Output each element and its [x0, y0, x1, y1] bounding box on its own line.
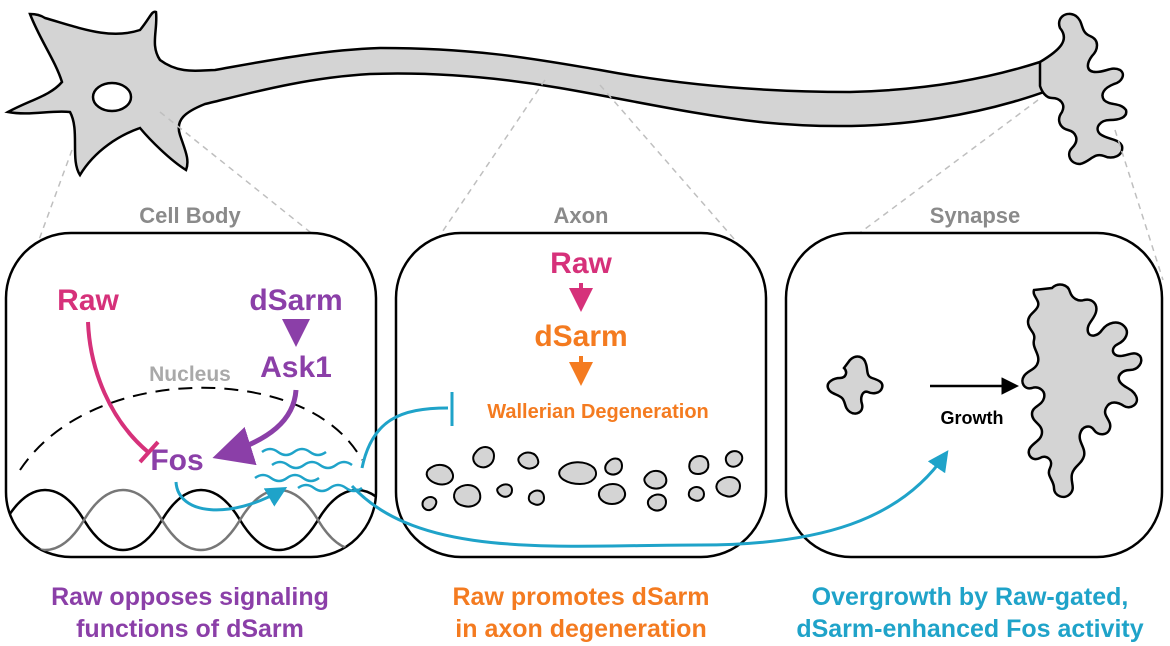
fos-promotes-growth: [350, 450, 949, 548]
neuron-soma: [4, 10, 1083, 178]
ask1-to-fos-arrow: [212, 389, 299, 466]
neuron-illustration: [4, 10, 1128, 178]
synapse-panel: Growth: [784, 231, 1164, 559]
caption-axon-line1: Raw promotes dSarm: [452, 583, 709, 611]
fos-label: Fos: [150, 444, 203, 477]
caption-synapse-line1: Overgrowth by Raw-gated,: [812, 583, 1129, 611]
ask1-label: Ask1: [260, 351, 332, 384]
caption-synapse-line2: dSarm-enhanced Fos activity: [796, 615, 1143, 643]
cell-body-title: Cell Body: [139, 203, 241, 228]
raw-inhibits-fos: [86, 321, 150, 454]
synapse-title: Synapse: [930, 203, 1021, 228]
caption-axon-line2: in axon degeneration: [455, 615, 706, 643]
zoom-lines: [21, 79, 1164, 287]
axon-dsarm-label: dSarm: [534, 320, 627, 353]
fos-to-transcription-arrow: [174, 481, 288, 512]
caption-cell-body-line2: functions of dSarm: [76, 615, 304, 643]
dna-helix: [6, 488, 376, 552]
cell-body-panel: Raw dSarm Ask1 Nucleus Fos: [4, 231, 378, 559]
fos-inhibits-wallerian: [360, 406, 449, 469]
dsarm-label: dSarm: [249, 284, 342, 317]
axon-debris: [421, 446, 744, 512]
caption-cell-body-line1: Raw opposes signaling: [51, 583, 329, 611]
axon-raw-label: Raw: [550, 247, 612, 280]
neuron-terminal: [1038, 12, 1128, 166]
wallerian-label: Wallerian Degeneration: [487, 401, 709, 423]
large-synapse: [1021, 283, 1143, 499]
raw-label: Raw: [57, 284, 119, 317]
axon-title: Axon: [554, 203, 609, 228]
axon-panel: Raw dSarm Wallerian Degeneration: [394, 231, 768, 559]
small-synapse: [826, 355, 884, 415]
neuron-nucleus: [91, 81, 133, 113]
mrna-squiggles: [254, 447, 363, 493]
nuclear-envelope: [19, 386, 363, 471]
nucleus-label: Nucleus: [149, 363, 231, 386]
growth-label: Growth: [941, 408, 1004, 428]
